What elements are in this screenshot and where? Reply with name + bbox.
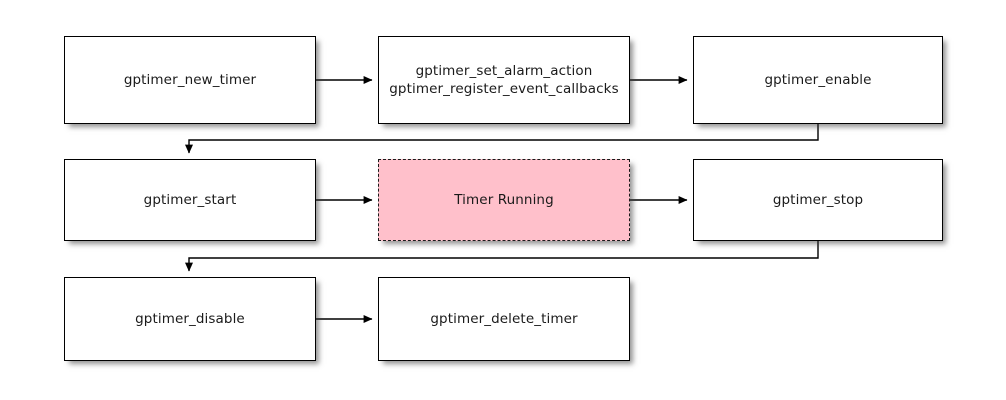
node-label-disable: gptimer_disable bbox=[135, 310, 245, 327]
node-stop[interactable]: gptimer_stop bbox=[693, 159, 943, 241]
node-label-timer_running: Timer Running bbox=[454, 191, 554, 208]
node-start[interactable]: gptimer_start bbox=[64, 159, 316, 241]
node-label-stop: gptimer_stop bbox=[772, 191, 864, 208]
node-delete_timer[interactable]: gptimer_delete_timer bbox=[378, 277, 630, 361]
node-timer_running[interactable]: Timer Running bbox=[378, 159, 630, 241]
node-label-delete_timer: gptimer_delete_timer bbox=[430, 310, 578, 327]
node-label-enable: gptimer_enable bbox=[764, 71, 872, 88]
node-label-start: gptimer_start bbox=[143, 191, 237, 208]
node-label-set_alarm_register: gptimer_set_alarm_action gptimer_registe… bbox=[389, 62, 619, 97]
edge-stop-to-disable bbox=[185, 241, 819, 272]
node-enable[interactable]: gptimer_enable bbox=[693, 36, 943, 124]
node-new_timer[interactable]: gptimer_new_timer bbox=[64, 36, 316, 124]
node-label-new_timer: gptimer_new_timer bbox=[123, 71, 257, 88]
edge-enable-to-start bbox=[185, 124, 819, 154]
node-set_alarm_register[interactable]: gptimer_set_alarm_action gptimer_registe… bbox=[378, 36, 630, 124]
node-disable[interactable]: gptimer_disable bbox=[64, 277, 316, 361]
